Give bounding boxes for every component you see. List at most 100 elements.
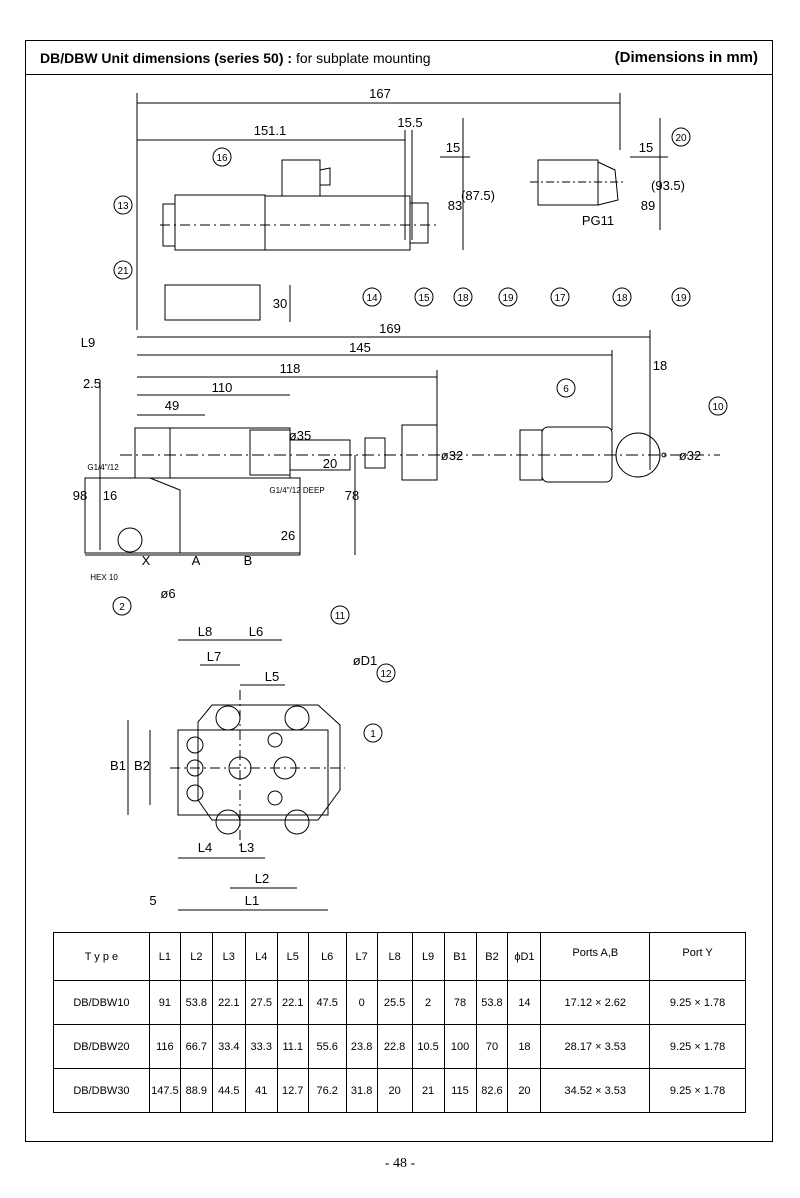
callout-14: 14 — [366, 293, 378, 304]
callout-10: 10 — [712, 402, 724, 413]
header-l1: L1 — [148, 932, 181, 981]
side-view-lines — [84, 330, 720, 556]
cell-type: DB/DBW30 — [53, 1068, 150, 1113]
header-l9: L9 — [411, 932, 445, 981]
header-title-rest: for subplate mounting — [295, 49, 431, 66]
table-row: DB/DBW10 91 53.8 22.1 27.5 22.1 47.5 0 2… — [53, 980, 746, 1025]
dim-l1: L1 — [245, 893, 259, 908]
dim-83: 83 — [448, 198, 462, 213]
dim-l3: L3 — [240, 840, 254, 855]
dimensions-table: T y p e L1 L2 L3 L4 L5 L6 L7 L8 L9 B1 B2… — [53, 932, 746, 1113]
dim-15-right: 15 — [639, 140, 653, 155]
cell-port-y: 9.25 × 1.78 — [649, 1068, 746, 1113]
callout-6: 6 — [563, 384, 569, 395]
cell-l6: 47.5 — [307, 980, 347, 1025]
header-l3: L3 — [211, 932, 246, 981]
cell-l8: 20 — [376, 1068, 413, 1113]
header-port-y: Port Y — [649, 932, 746, 981]
header-type: T y p e — [53, 932, 150, 981]
dim-l8: L8 — [198, 624, 212, 639]
dim-l5: L5 — [265, 669, 279, 684]
callout-13: 13 — [117, 201, 129, 212]
dim-151-1: 151.1 — [254, 123, 287, 138]
cell-l4: 41 — [244, 1068, 278, 1113]
callout-12: 12 — [380, 669, 392, 680]
cell-l9: 2 — [411, 980, 445, 1025]
cell-l9: 21 — [411, 1068, 445, 1113]
cell-l5: 22.1 — [276, 980, 309, 1025]
cell-l2: 53.8 — [179, 980, 213, 1025]
cell-l2: 88.9 — [179, 1068, 213, 1113]
dim-167: 167 — [369, 86, 391, 101]
cell-ports-ab: 28.17 × 3.53 — [540, 1024, 651, 1069]
cell-b1: 78 — [443, 980, 477, 1025]
dim-d32-lock: ø32 — [679, 448, 701, 463]
cell-b1: 100 — [443, 1024, 477, 1069]
callout-11: 11 — [335, 611, 346, 622]
callout-19-b: 19 — [675, 293, 687, 304]
port-a: A — [192, 553, 201, 568]
header-l6: L6 — [307, 932, 347, 981]
dim-15-5: 15.5 — [397, 115, 422, 130]
header-ports-ab: Ports A,B — [540, 932, 651, 981]
dim-16: 16 — [103, 488, 117, 503]
cell-b2: 53.8 — [475, 980, 509, 1025]
header-units: (Dimensions in mm) — [614, 49, 758, 66]
cell-b2: 70 — [475, 1024, 509, 1069]
callout-1: 1 — [370, 729, 376, 740]
header-l2: L2 — [179, 932, 213, 981]
cell-l3: 44.5 — [211, 1068, 246, 1113]
cell-b2: 82.6 — [475, 1068, 509, 1113]
callout-15: 15 — [418, 293, 430, 304]
dim-18: 18 — [653, 358, 667, 373]
dim-98: 98 — [73, 488, 87, 503]
cell-l7: 23.8 — [345, 1024, 378, 1069]
plate-view-lines — [127, 639, 345, 911]
dim-d35: ø35 — [289, 428, 311, 443]
dim-2-5: 2.5 — [83, 376, 101, 391]
dim-l6: L6 — [249, 624, 263, 639]
page-number: - 48 - — [384, 1156, 416, 1171]
cell-l4: 27.5 — [244, 980, 278, 1025]
cell-type: DB/DBW10 — [53, 980, 150, 1025]
top-view-lines — [136, 93, 668, 330]
callout-18-b: 18 — [616, 293, 628, 304]
label-g14-12: G1/4"/12 — [87, 463, 119, 472]
dim-20: 20 — [323, 456, 337, 471]
cell-l3: 33.4 — [211, 1024, 246, 1069]
dim-b1: B1 — [110, 758, 126, 773]
cell-l5: 12.7 — [276, 1068, 309, 1113]
cell-d1: 20 — [507, 1068, 542, 1113]
dim-89: 89 — [641, 198, 655, 213]
cell-b1: 115 — [443, 1068, 477, 1113]
cell-ports-ab: 17.12 × 2.62 — [540, 980, 651, 1025]
cell-l6: 76.2 — [307, 1068, 347, 1113]
table-header-row: T y p e L1 L2 L3 L4 L5 L6 L7 L8 L9 B1 B2… — [53, 932, 746, 981]
header-title-bold: DB/DBW Unit dimensions (series 50) : — [40, 49, 293, 66]
dim-145: 145 — [349, 340, 371, 355]
cell-type: DB/DBW20 — [53, 1024, 150, 1069]
dim-78: 78 — [345, 488, 359, 503]
cell-l4: 33.3 — [244, 1024, 278, 1069]
dim-d32-knob: ø32 — [441, 448, 463, 463]
cell-l7: 0 — [345, 980, 378, 1025]
header-b1: B1 — [443, 932, 477, 981]
cell-l1: 147.5 — [148, 1068, 181, 1113]
cell-l8: 22.8 — [376, 1024, 413, 1069]
header-l8: L8 — [376, 932, 413, 981]
dim-26: 26 — [281, 528, 295, 543]
dim-169: 169 — [379, 321, 401, 336]
port-x: X — [142, 553, 151, 568]
page-header: DB/DBW Unit dimensions (series 50) : for… — [25, 40, 773, 75]
table-row: DB/DBW20 116 66.7 33.4 33.3 11.1 55.6 23… — [53, 1024, 746, 1069]
callout-2: 2 — [119, 602, 125, 613]
callout-17: 17 — [554, 293, 566, 304]
technical-drawing: 167 151.1 15.5 15 83 (87.5) 15 89 (93.5)… — [73, 86, 728, 911]
label-g14-deep: G1/4"/12 DEEP — [269, 486, 324, 495]
cell-l5: 11.1 — [276, 1024, 309, 1069]
dim-118: 118 — [280, 361, 301, 376]
callout-19-a: 19 — [502, 293, 514, 304]
cell-l3: 22.1 — [211, 980, 246, 1025]
dim-d1: øD1 — [353, 653, 378, 668]
header-l4: L4 — [244, 932, 278, 981]
